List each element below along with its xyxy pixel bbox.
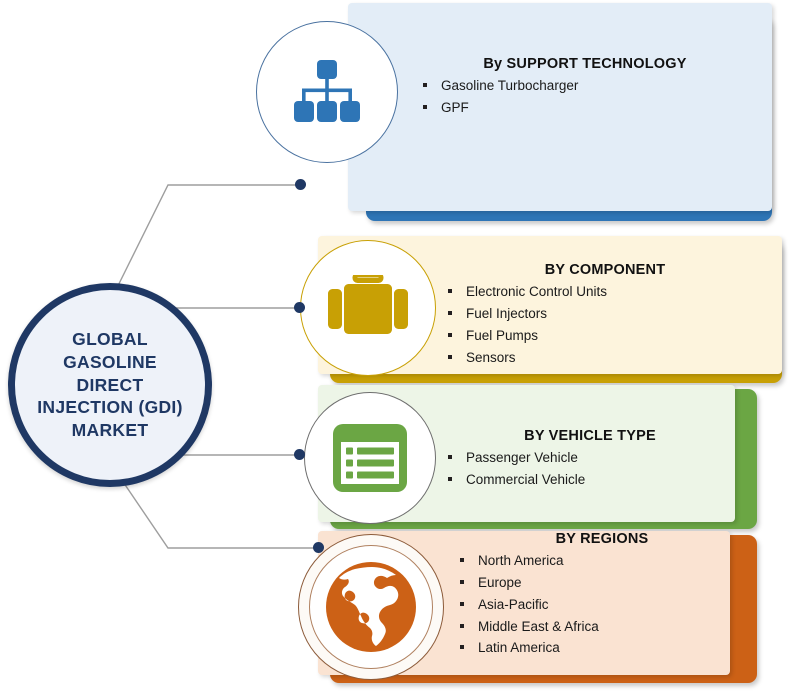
list-item: Gasoline Turbocharger: [415, 75, 755, 97]
list-item: Latin America: [452, 637, 752, 659]
list-item: GPF: [415, 97, 755, 119]
segment-support-technology-medallion: [256, 21, 398, 163]
list-item: Fuel Pumps: [440, 325, 770, 347]
segment-vehicle-type-heading: BY VEHICLE TYPE: [524, 428, 656, 444]
list-item: Electronic Control Units: [440, 281, 770, 303]
org-chart-icon: [293, 60, 361, 124]
segment-support-technology-heading: By SUPPORT TECHNOLOGY: [483, 56, 687, 72]
segment-regions-content: BY REGIONS North America Europe Asia-Pac…: [452, 531, 752, 659]
list-item: Sensors: [440, 347, 770, 369]
segment-component-medallion: [300, 240, 436, 376]
connector-dot-support-technology: [295, 179, 306, 190]
central-hub: GLOBAL GASOLINE DIRECT INJECTION (GDI) M…: [8, 283, 212, 487]
list-item: Europe: [452, 572, 752, 594]
segment-component-list: Electronic Control Units Fuel Injectors …: [440, 281, 770, 368]
list-item: Middle East & Africa: [452, 616, 752, 638]
segment-regions-list: North America Europe Asia-Pacific Middle…: [452, 550, 752, 659]
segment-vehicle-type-list: Passenger Vehicle Commercial Vehicle: [440, 447, 740, 491]
list-form-icon: [333, 424, 407, 492]
list-item: Passenger Vehicle: [440, 447, 740, 469]
segment-regions-heading: BY REGIONS: [555, 531, 649, 547]
segment-support-technology-panel: [348, 3, 772, 211]
segment-vehicle-type-medallion: [304, 392, 436, 524]
connector-dot-regions: [313, 542, 324, 553]
list-item: Fuel Injectors: [440, 303, 770, 325]
briefcase-icon: [328, 275, 408, 341]
segment-support-technology-list: Gasoline Turbocharger GPF: [415, 75, 755, 119]
list-item: Asia-Pacific: [452, 594, 752, 616]
segment-regions-medallion-inner: [309, 545, 433, 669]
segment-component-heading: BY COMPONENT: [544, 262, 666, 278]
connector-dot-vehicle-type: [294, 449, 305, 460]
globe-americas-icon: [325, 561, 417, 653]
segment-support-technology-content: By SUPPORT TECHNOLOGY Gasoline Turbochar…: [415, 56, 755, 119]
segment-component-content: BY COMPONENT Electronic Control Units Fu…: [440, 262, 770, 368]
list-item: North America: [452, 550, 752, 572]
segment-vehicle-type-content: BY VEHICLE TYPE Passenger Vehicle Commer…: [440, 428, 740, 491]
page-title: GLOBAL GASOLINE DIRECT INJECTION (GDI) M…: [37, 329, 183, 441]
list-item: Commercial Vehicle: [440, 469, 740, 491]
connector-dot-component: [294, 302, 305, 313]
segment-regions-medallion: [298, 534, 444, 680]
